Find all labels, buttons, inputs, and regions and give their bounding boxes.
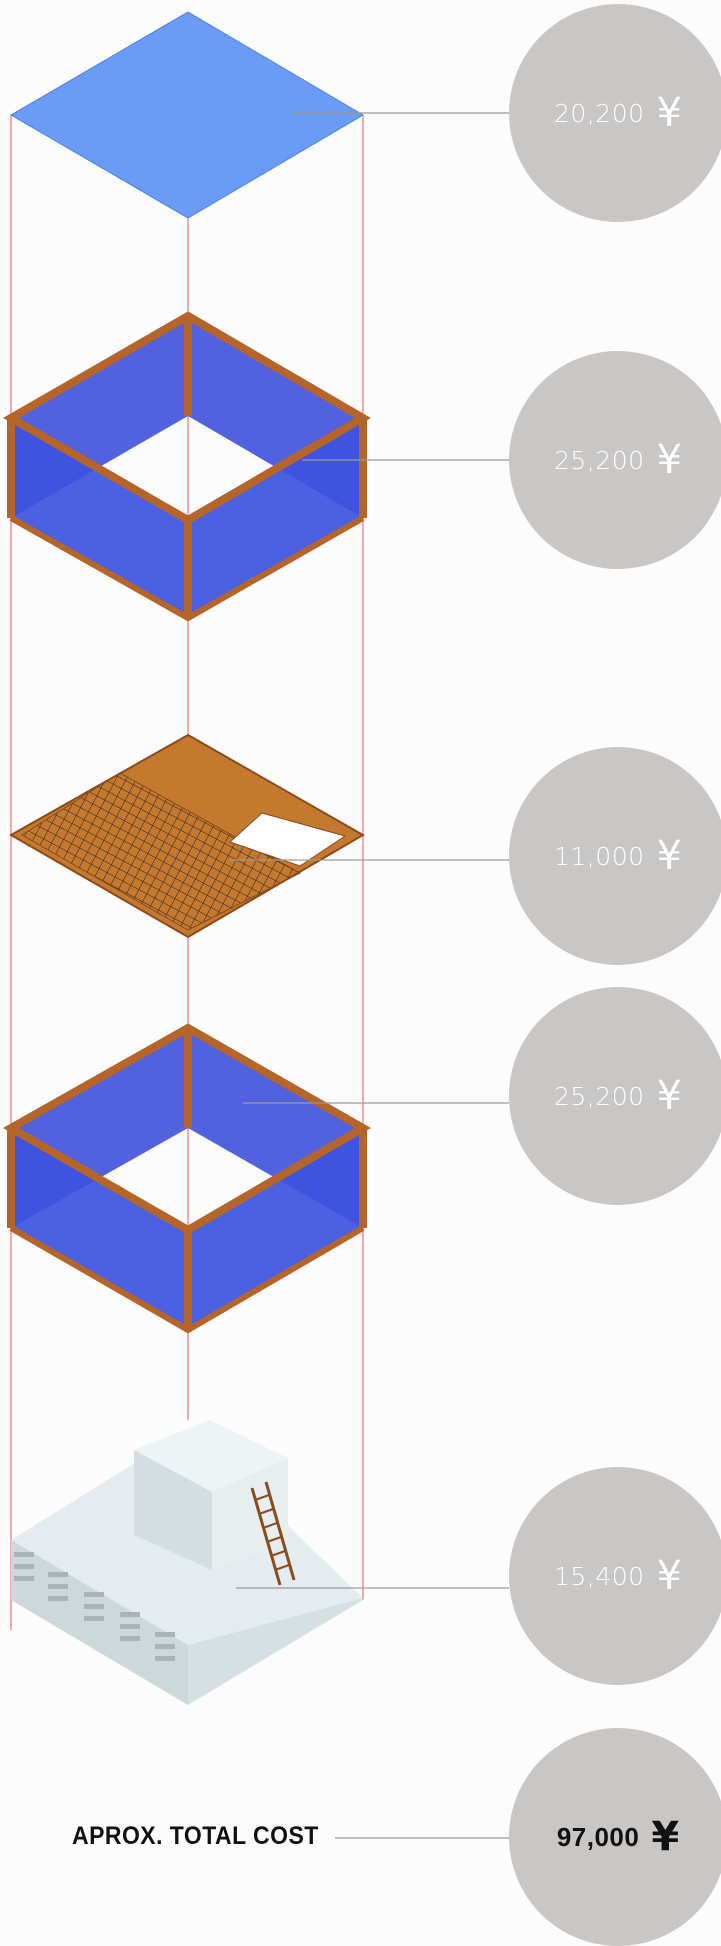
lower-walls-layer (2, 1023, 372, 1334)
price-amount: 20,200 (554, 98, 645, 128)
price-amount: 15,400 (554, 1561, 645, 1591)
price-amount: 25,200 (554, 445, 645, 475)
price-circle-upper-walls: 25,200 ¥ (509, 351, 721, 569)
price-amount: 25,200 (554, 1081, 645, 1111)
yen-icon: ¥ (656, 1073, 682, 1119)
yen-icon: ¥ (656, 437, 682, 483)
total-cost-circle: 97,000 ¥ (509, 1728, 721, 1946)
price-circle-base-structure: 15,400 ¥ (509, 1467, 721, 1685)
price-circle-lower-walls: 25,200 ¥ (509, 987, 721, 1205)
yen-icon: ¥ (651, 1814, 680, 1860)
yen-icon: ¥ (656, 1553, 682, 1599)
base-structure-layer (11, 1420, 363, 1705)
total-cost-label: APROX. TOTAL COST (72, 1822, 319, 1850)
price-amount: 11,000 (554, 841, 645, 871)
price-circle-net-floor: 11,000 ¥ (509, 747, 721, 965)
roof-layer (10, 11, 364, 219)
leader-lines (230, 112, 509, 1839)
upper-walls-layer (2, 311, 371, 622)
total-amount: 97,000 (556, 1821, 640, 1852)
net-floor-layer (8, 733, 366, 939)
price-circle-roof: 20,200 ¥ (509, 4, 721, 222)
yen-icon: ¥ (656, 833, 682, 879)
yen-icon: ¥ (656, 90, 682, 136)
